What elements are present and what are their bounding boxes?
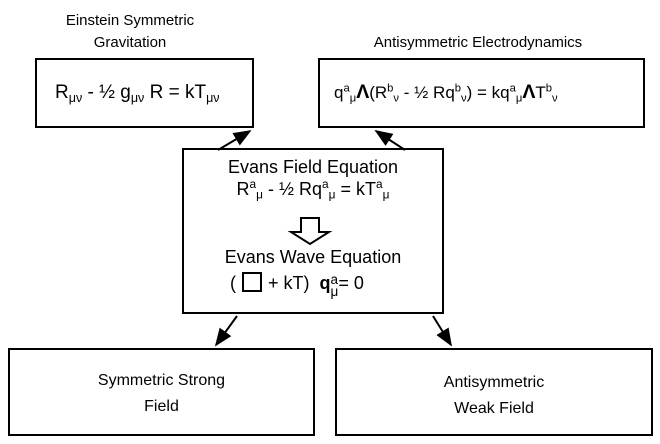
arrow-to-strong-field (214, 315, 238, 347)
strong-field-line1: Symmetric Strong (97, 372, 226, 389)
weak-field-line1: Antisymmetric (443, 374, 545, 391)
wedge-symbol: Λ (356, 81, 370, 103)
arrow-to-weak-field (432, 315, 452, 347)
einstein-caption: Einstein Symmetric Gravitation (20, 10, 240, 54)
einstein-caption-line2: Gravitation (93, 34, 167, 51)
arrow-to-electrodynamics (374, 130, 406, 151)
weak-field-line2: Weak Field (454, 400, 534, 417)
strong-field-box: Symmetric Strong Field (8, 348, 315, 436)
wedge-symbol-2: Λ (522, 81, 536, 103)
hollow-down-arrow-icon (287, 217, 333, 246)
electrodynamics-equation-box: qaμΛ(Rbν - ½ Rqbν) = kqaμΛTbν (318, 58, 645, 128)
weak-field-box: Antisymmetric Weak Field (335, 348, 653, 436)
evans-field-title: Evans Field Equation (227, 157, 399, 177)
electrodynamics-caption: Antisymmetric Electrodynamics (373, 34, 583, 51)
dalembertian-square-icon (242, 272, 263, 292)
einstein-caption-line1: Einstein Symmetric (65, 12, 195, 29)
evans-field-equation: Raμ - ½ Rqaμ = kTaμ (236, 177, 390, 202)
electrodynamics-equation: qaμΛ(Rbν - ½ Rqbν) = kqaμΛTbν (334, 81, 558, 105)
evans-wave-title: Evans Wave Equation (224, 247, 402, 267)
einstein-equation: Rμν - ½ gμν R = kTμν (55, 82, 220, 105)
strong-field-line2: Field (144, 398, 179, 415)
einstein-equation-box: Rμν - ½ gμν R = kTμν (35, 58, 254, 128)
arrow-to-einstein (217, 130, 252, 151)
